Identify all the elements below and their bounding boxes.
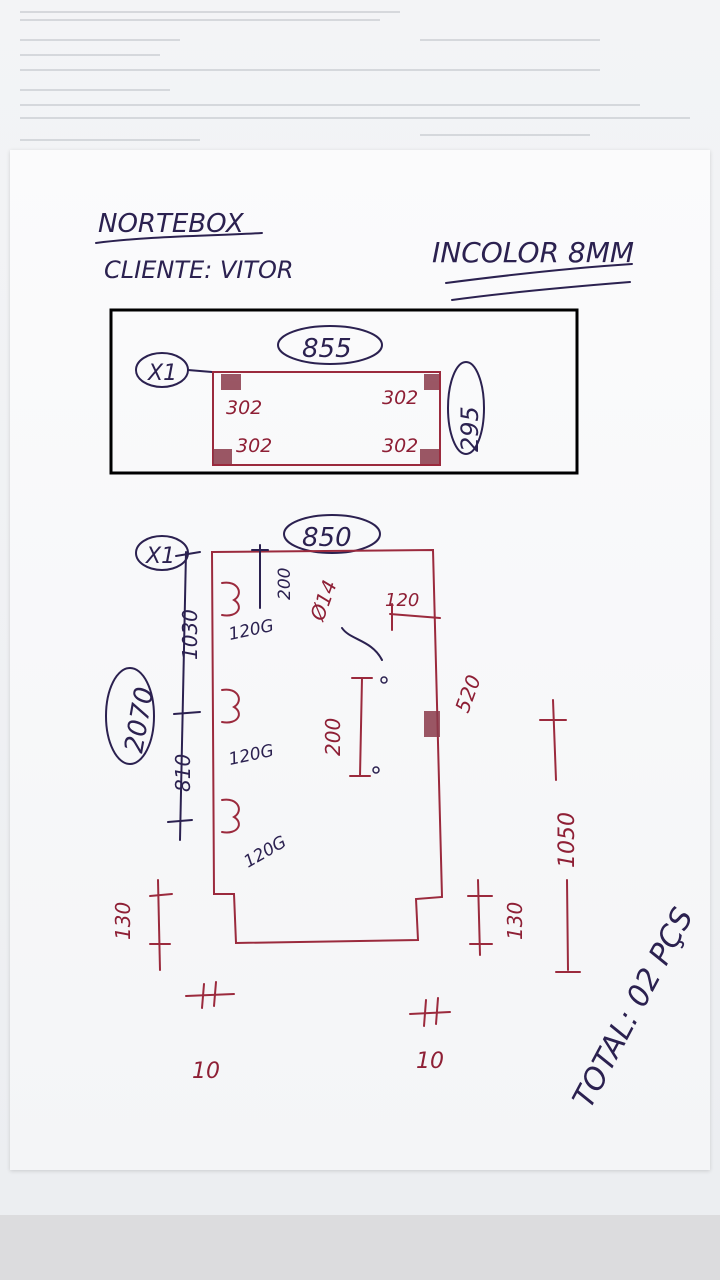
glass-spec-underline-2 [451, 281, 631, 301]
notch-right-width: 10 [416, 1049, 444, 1074]
left-dimension-line [179, 551, 187, 841]
top-offset: 200 [275, 568, 295, 600]
piece-bottom: X1 850 1030 810 2070 200 120G 120G 120G … [105, 514, 581, 1084]
handle-height: 520 [450, 672, 486, 716]
right-dimension-line-lower [566, 879, 569, 971]
notch-left-width-tick-2 [213, 981, 217, 1007]
surface [0, 1215, 720, 1280]
notch-left-height: 130 [111, 902, 135, 940]
notch-left-line [157, 879, 161, 971]
hinge-3-label: 120G [241, 832, 291, 872]
piece-bottom-qty: X1 [145, 544, 175, 569]
segment-mid: 810 [171, 754, 195, 792]
hole-spacing: 200 [321, 718, 345, 756]
piece-top-height-circle [447, 361, 485, 455]
edge-offset: 120 [385, 590, 419, 611]
corner-patch-tr [424, 374, 439, 390]
notch-right-line [477, 879, 481, 956]
edge-offset-line [389, 613, 441, 619]
total-height: 2070 [119, 685, 160, 755]
piece-top-width: 855 [302, 334, 352, 364]
notch-right-height: 130 [503, 902, 527, 940]
corner-patch-bl [213, 449, 232, 464]
paper-sheet [10, 150, 710, 1170]
notch-left-width-tick-1 [201, 983, 205, 1009]
piece-top-outline [212, 371, 441, 466]
tick-bottom [167, 819, 193, 823]
hinge-2 [221, 688, 240, 724]
notch-right-width-tick-1 [423, 999, 427, 1027]
piece-top-qty-leader [187, 369, 213, 373]
company-underline [95, 232, 263, 244]
piece-top: X1 855 302 302 302 302 295 [135, 325, 485, 466]
hole-label-br: 302 [382, 435, 418, 457]
notch-left-width: 10 [192, 1059, 220, 1084]
hinge-1-label: 120G [227, 616, 276, 645]
hole-diameter-leader [341, 627, 383, 661]
notch-right-width-tick-2 [435, 997, 439, 1025]
hole-spacing-line [359, 677, 363, 777]
tick-top [175, 551, 201, 557]
hinge-3 [221, 798, 240, 834]
hole-2 [372, 766, 380, 774]
handle-patch [424, 711, 440, 737]
client-name: CLIENTE: VITOR [104, 256, 294, 284]
piece-top-qty: X1 [147, 361, 177, 386]
corner-patch-br [420, 449, 439, 464]
right-dimension-line-upper [552, 699, 557, 781]
segment-top: 1030 [178, 609, 202, 660]
notch-left-width-line [185, 993, 235, 997]
total-height-circle [105, 667, 155, 765]
total-pieces: TOTAL: 02 PÇS [566, 902, 701, 1113]
piece-bottom-width-circle [283, 514, 381, 554]
tick-mid [173, 711, 201, 715]
hinge-1 [221, 581, 240, 617]
hinge-2-label: 120G [227, 741, 276, 770]
glass-spec-underline-1 [445, 263, 633, 284]
piece-top-width-circle [277, 325, 383, 365]
highlight-box [109, 308, 579, 475]
hole-label-tr: 302 [382, 387, 418, 409]
hole-label-tl: 302 [226, 397, 262, 419]
hole-label-bl: 302 [236, 435, 272, 457]
notch-right-width-line [409, 1011, 451, 1015]
piece-bottom-outline [210, 548, 444, 945]
corner-patch-tl [221, 374, 241, 390]
right-dimension: 1050 [555, 812, 580, 868]
hole-diameter: Ø14 [305, 577, 342, 625]
glass-spec: INCOLOR 8MM [432, 236, 634, 269]
piece-top-height: 295 [456, 406, 484, 452]
hole-1 [380, 676, 388, 684]
piece-bottom-width: 850 [302, 523, 352, 553]
notch-left-tick-top [149, 893, 173, 897]
